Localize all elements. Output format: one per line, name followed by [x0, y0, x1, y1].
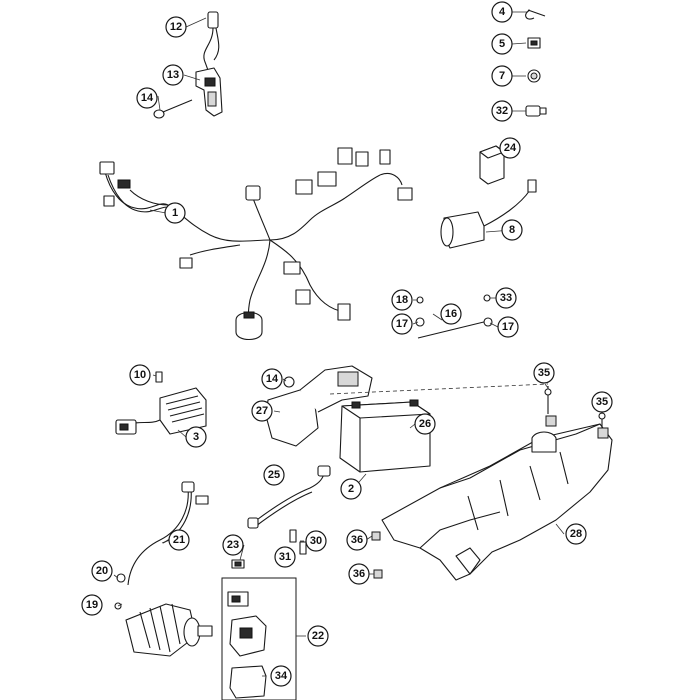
svg-text:35: 35 [538, 367, 550, 379]
svg-text:35: 35 [596, 396, 608, 408]
svg-text:27: 27 [256, 405, 268, 417]
part-battery-cable [247, 465, 331, 529]
svg-text:30: 30 [310, 535, 322, 547]
svg-text:13: 13 [167, 69, 179, 81]
svg-text:20: 20 [96, 565, 108, 577]
svg-text:36: 36 [351, 534, 363, 546]
svg-text:12: 12 [170, 21, 182, 33]
svg-text:1: 1 [172, 207, 178, 219]
svg-text:14: 14 [141, 92, 154, 104]
svg-text:23: 23 [227, 539, 239, 551]
callout-17-left: 17 [391, 313, 413, 335]
callout-23: 23 [222, 534, 244, 556]
callout-14-mid: 14 [261, 368, 283, 390]
svg-text:2: 2 [348, 483, 354, 495]
callout-25: 25 [263, 464, 285, 486]
callout-24: 24 [499, 137, 521, 159]
part-bolt-set [415, 294, 493, 339]
svg-text:28: 28 [570, 528, 582, 540]
part-rear-fender-subframe [371, 415, 613, 581]
callout-19: 19 [81, 594, 103, 616]
callout-13: 13 [162, 64, 184, 86]
callout-27: 27 [251, 400, 273, 422]
part-push-nut [527, 69, 541, 83]
callout-18: 18 [391, 289, 413, 311]
callout-3: 3 [185, 426, 207, 448]
callout-34: 34 [270, 665, 292, 687]
kit-box-frame [221, 577, 297, 700]
svg-text:33: 33 [500, 292, 512, 304]
part-plug-connector [525, 105, 547, 117]
callout-10: 10 [129, 364, 151, 386]
callout-5: 5 [491, 33, 513, 55]
callout-30: 30 [305, 530, 327, 552]
svg-text:17: 17 [396, 318, 408, 330]
part-battery-holder [265, 365, 373, 447]
callout-7: 7 [491, 65, 513, 87]
callout-21: 21 [168, 529, 190, 551]
svg-text:31: 31 [279, 551, 291, 563]
callout-36-lower: 36 [348, 563, 370, 585]
svg-text:3: 3 [193, 431, 199, 443]
callout-2: 2 [340, 478, 362, 500]
svg-text:25: 25 [268, 469, 280, 481]
svg-text:22: 22 [312, 630, 324, 642]
svg-text:4: 4 [499, 6, 506, 18]
callout-28: 28 [565, 523, 587, 545]
callout-36-upper: 36 [346, 529, 368, 551]
callout-33: 33 [495, 287, 517, 309]
part-main-wiring-harness [99, 147, 413, 341]
callout-12: 12 [165, 16, 187, 38]
part-horn [440, 179, 537, 249]
svg-text:17: 17 [502, 321, 514, 333]
callout-4: 4 [491, 1, 513, 23]
svg-text:18: 18 [396, 294, 408, 306]
part-starter-motor [114, 573, 213, 657]
svg-text:21: 21 [173, 534, 185, 546]
svg-text:32: 32 [496, 105, 508, 117]
callout-16: 16 [440, 303, 462, 325]
svg-text:14: 14 [266, 373, 279, 385]
callout-17-right: 17 [497, 316, 519, 338]
svg-text:19: 19 [86, 599, 98, 611]
callout-32: 32 [491, 100, 513, 122]
callout-8: 8 [501, 219, 523, 241]
svg-text:34: 34 [275, 670, 288, 682]
svg-text:24: 24 [504, 142, 517, 154]
callout-22: 22 [307, 625, 329, 647]
part-cable-tie [525, 9, 546, 20]
part-voltage-regulator [115, 371, 207, 435]
svg-text:5: 5 [499, 38, 505, 50]
svg-text:16: 16 [445, 308, 457, 320]
svg-text:10: 10 [134, 369, 146, 381]
part-sensor-bracket [195, 67, 223, 117]
svg-text:7: 7 [499, 70, 505, 82]
part-fuse-small [231, 559, 245, 569]
part-relay-cover [229, 665, 267, 699]
callout-26: 26 [414, 413, 436, 435]
part-battery [339, 399, 431, 473]
part-clip [527, 37, 541, 49]
part-starter-cable [127, 481, 209, 586]
svg-text:26: 26 [419, 418, 431, 430]
callout-35-right: 35 [591, 391, 613, 413]
callout-1: 1 [164, 202, 186, 224]
svg-text:36: 36 [353, 568, 365, 580]
part-bracket-bolt [153, 99, 193, 119]
part-starter-relay [227, 591, 267, 657]
callout-31: 31 [274, 546, 296, 568]
frame-dashed-line [329, 383, 549, 395]
callout-14-top: 14 [136, 87, 158, 109]
svg-text:8: 8 [509, 224, 515, 236]
part-fuse-pins [289, 529, 307, 555]
callout-35-left: 35 [533, 362, 555, 384]
part-relay-box [479, 145, 505, 185]
callout-20: 20 [91, 560, 113, 582]
